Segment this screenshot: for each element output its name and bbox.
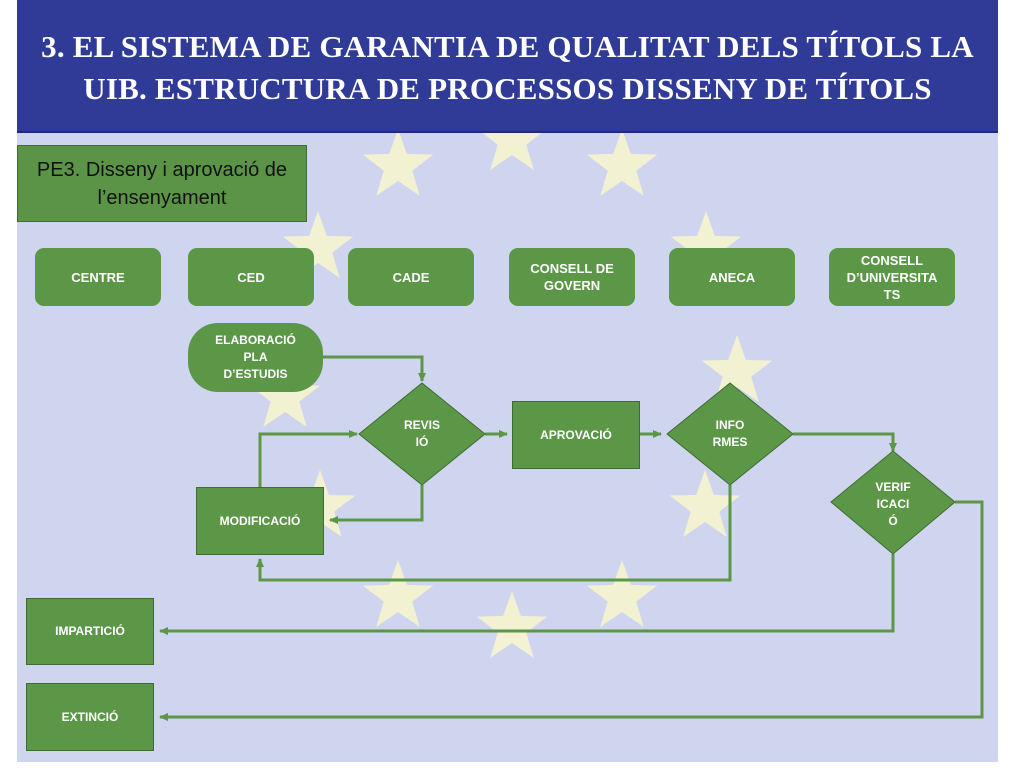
- flag-star-icon: [670, 211, 742, 278]
- flag-star-icon: [669, 470, 741, 537]
- arrow-informes-to-modificacio: [256, 485, 732, 582]
- actor-centre: CENTRE: [35, 248, 161, 306]
- verificacio-diamond: [830, 450, 956, 555]
- process-subtitle-box: PE3. Disseny i aprovació de l’ensenyamen…: [17, 145, 307, 222]
- node-extincio: EXTINCIÓ: [26, 683, 154, 751]
- arrow-elaboracio-to-revisio: [323, 355, 426, 382]
- flag-star-icon: [586, 560, 658, 627]
- actor-cade: CADE: [348, 248, 474, 306]
- flag-star-icon: [701, 335, 773, 402]
- arrow-informes-to-verificacio: [793, 432, 897, 452]
- page-title: 3. EL SISTEMA DE GARANTIA DE QUALITAT DE…: [41, 28, 974, 106]
- arrow-verificacio-to-imparticio: [159, 554, 895, 635]
- node-informes-label: INFO RMES: [712, 418, 748, 449]
- actor-aneca: ANECA: [669, 248, 795, 306]
- flag-star-icon: [476, 591, 548, 658]
- flag-star-icon: [362, 560, 434, 627]
- title-bar: 3. EL SISTEMA DE GARANTIA DE QUALITAT DE…: [17, 0, 998, 133]
- node-verificacio-label: VERIF ICACI Ó: [875, 479, 911, 528]
- node-revisio-label: REVIS IÓ: [403, 418, 440, 449]
- revisio-diamond: [358, 382, 486, 486]
- flag-star-icon: [476, 103, 548, 170]
- process-subtitle: PE3. Disseny i aprovació de l’ensenyamen…: [36, 158, 288, 209]
- node-elaboracio-pla-estudis: ELABORACIÓ PLA D’ESTUDIS: [188, 323, 323, 392]
- flag-star-icon: [586, 129, 658, 196]
- arrow-verificacio-to-extincio: [159, 500, 984, 721]
- informes-diamond: [666, 382, 794, 486]
- flag-star-icon: [249, 360, 321, 427]
- flag-star-icon: [282, 211, 354, 278]
- actor-consell-de-govern: CONSELL DE GOVERN: [509, 248, 635, 306]
- flag-star-icon: [362, 129, 434, 196]
- node-modificacio: MODIFICACIÓ: [196, 487, 324, 555]
- node-imparticio: IMPARTICIÓ: [26, 598, 154, 665]
- arrow-modificacio-to-revisio: [258, 430, 358, 487]
- node-aprovacio: APROVACIÓ: [512, 401, 640, 469]
- actor-ced: CED: [188, 248, 314, 306]
- arrow-revisio-to-modificacio: [329, 485, 424, 524]
- actor-consell-universitats: CONSELL D’UNIVERSITA TS: [829, 248, 955, 306]
